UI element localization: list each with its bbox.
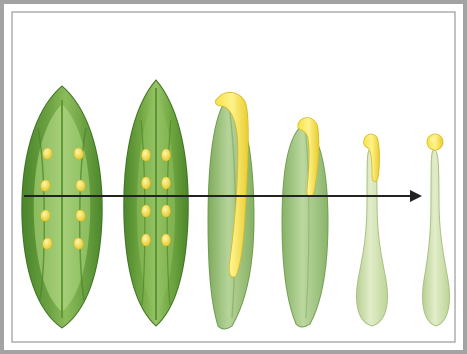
stigma-capitate: [427, 134, 443, 150]
